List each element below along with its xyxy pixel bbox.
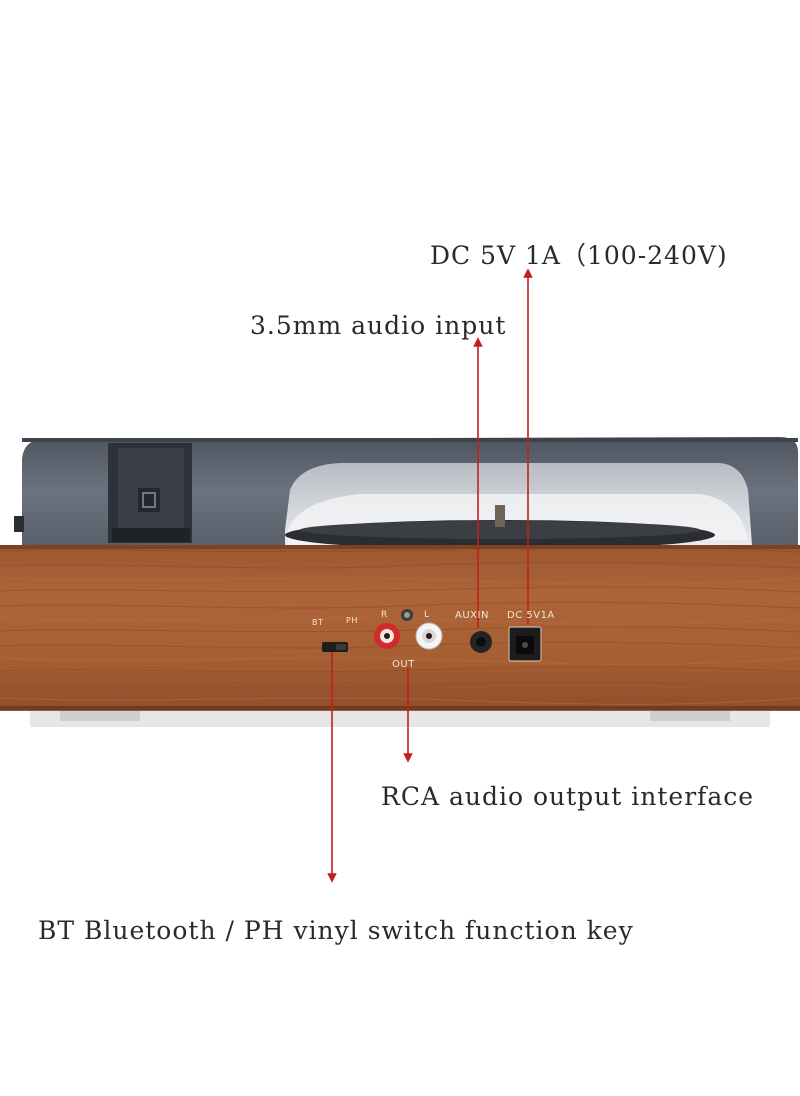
panel-label-out: OUT: [392, 659, 415, 670]
spindle: [495, 505, 505, 527]
panel-label-bt: BT: [312, 618, 324, 627]
dc-power-callout: DC 5V 1A（100-240V): [430, 241, 728, 270]
dust-cover: [14, 437, 798, 550]
callout-arrows: [327, 268, 533, 883]
bt-ph-switch-callout: BT Bluetooth / PH vinyl switch function …: [38, 916, 634, 945]
panel-label-dc: DC 5V1A: [507, 610, 555, 621]
dc-power-jack: [508, 626, 542, 662]
wooden-base: [0, 545, 800, 727]
bt-ph-switch: [322, 642, 348, 652]
panel-label-r: R: [381, 610, 388, 620]
panel-label-ph: PH: [346, 616, 358, 625]
aux-input-callout: 3.5mm audio input: [250, 311, 507, 340]
rca-output-jacks: [374, 609, 443, 650]
aux-input-jack: [470, 631, 492, 653]
panel-label-auxin: AUXIN: [455, 610, 489, 621]
rca-output-callout: RCA audio output interface: [381, 782, 755, 811]
panel-label-l: L: [424, 610, 430, 620]
